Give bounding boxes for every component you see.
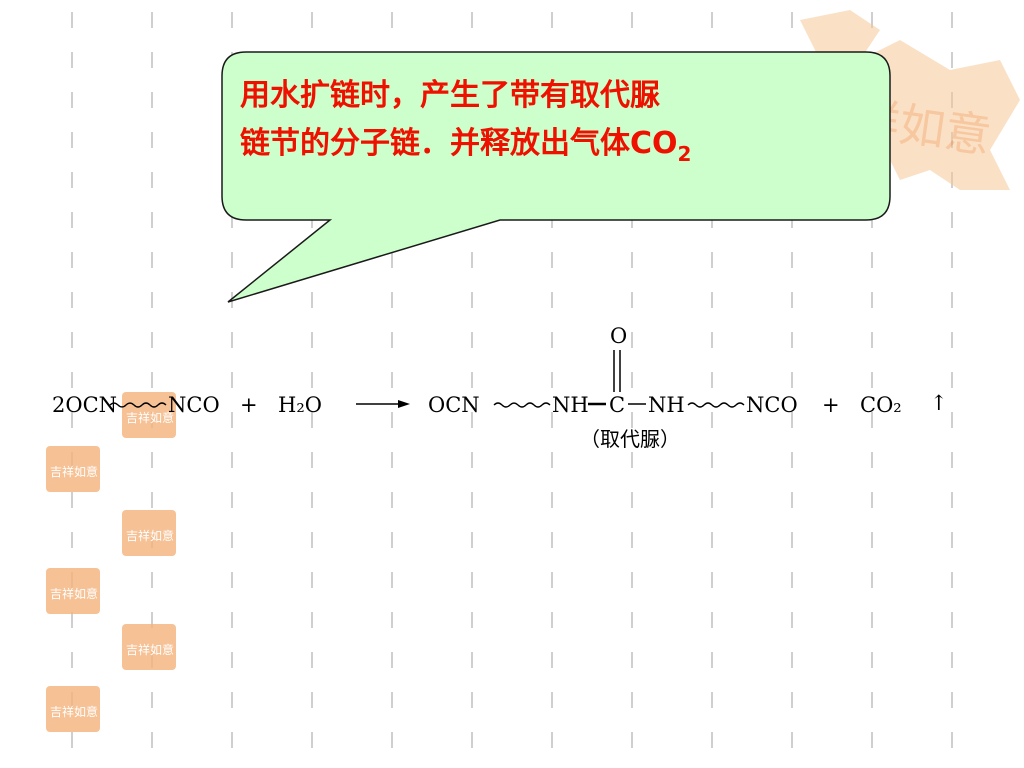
reactant-isocyanate-start: 2OCN [52, 393, 117, 417]
water-formula: H₂O [278, 393, 322, 417]
svg-text:吉祥如意: 吉祥如意 [126, 642, 174, 657]
seal-stamp: 吉祥如意 [122, 510, 176, 556]
reaction-arrow [356, 400, 410, 408]
co2-formula: CO [630, 126, 678, 161]
substituted-urea-label: （取代脲） [580, 427, 680, 451]
callout-line-2-text: 链节的分子链．并释放出气体 [240, 126, 630, 161]
urea-nh-left: NH [552, 393, 589, 417]
svg-text:吉祥如意: 吉祥如意 [126, 410, 174, 425]
seal-stamp: 吉祥如意 [46, 568, 100, 614]
co2-product: CO₂ [860, 393, 902, 417]
gas-evolution-arrow: ↑ [930, 391, 948, 415]
callout-text: 用水扩链时，产生了带有取代脲 链节的分子链．并释放出气体CO2 [240, 72, 880, 178]
svg-text:吉祥如意: 吉祥如意 [50, 704, 98, 719]
product-isocyanate-start: OCN [428, 393, 480, 417]
wavy-chain-1 [109, 402, 167, 408]
plus-sign-2: + [822, 393, 840, 417]
svg-text:吉祥如意: 吉祥如意 [50, 464, 98, 479]
svg-text:吉祥如意: 吉祥如意 [50, 586, 98, 601]
wavy-chain-2 [493, 402, 551, 408]
co2-subscript: 2 [677, 142, 692, 166]
urea-carbon: C [609, 393, 625, 417]
speech-bubble-shape [221, 51, 891, 303]
callout-line-1: 用水扩链时，产生了带有取代脲 [240, 78, 660, 113]
svg-text:吉祥如意: 吉祥如意 [126, 528, 174, 543]
product-isocyanate-end: NCO [746, 393, 798, 417]
seal-stamp: 吉祥如意 [46, 446, 100, 492]
reactant-isocyanate-end: NCO [168, 393, 220, 417]
carbonyl-oxygen: O [610, 324, 627, 348]
wavy-chain-3 [687, 402, 745, 408]
seal-stamp: 吉祥如意 [46, 686, 100, 732]
urea-nh-right: NH [648, 393, 685, 417]
plus-sign-1: + [240, 393, 258, 417]
callout-line-2: 链节的分子链．并释放出气体CO2 [240, 120, 880, 178]
seal-stamp: 吉祥如意 [122, 624, 176, 670]
